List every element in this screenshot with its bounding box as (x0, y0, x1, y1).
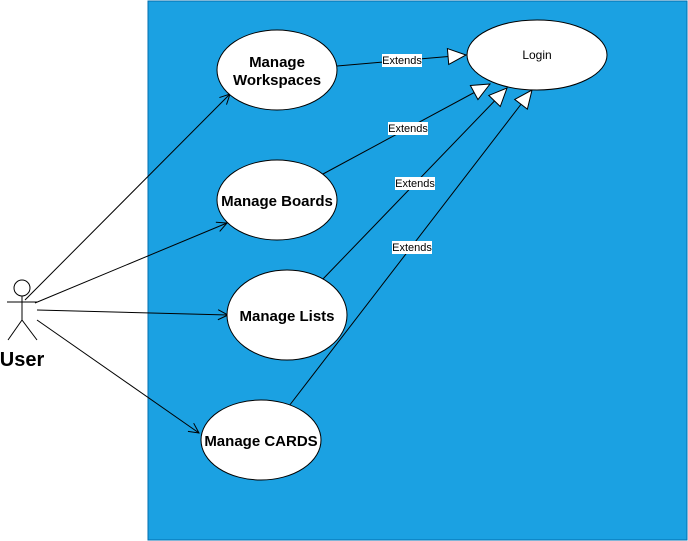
use-case-lists-shape (226, 269, 348, 361)
use-case-manage-boards[interactable]: Manage Boards (216, 159, 338, 241)
extends-label-3: Extends (395, 178, 435, 190)
use-case-workspaces-label-line2: Workspaces (233, 72, 321, 89)
extends-label-bg-3 (395, 177, 435, 190)
association-cards (36, 319, 199, 433)
use-case-login-shape (466, 19, 608, 91)
use-case-login-label: Login (522, 48, 551, 62)
use-case-boards-label: Manage Boards (221, 193, 333, 210)
use-case-manage-workspaces[interactable]: Manage Workspaces (216, 29, 338, 111)
use-case-boards-shape (216, 159, 338, 241)
actor-label: User (0, 349, 44, 371)
extends-label-4: Extends (392, 242, 432, 254)
actor-user[interactable]: User (0, 279, 44, 371)
extends-label-2: Extends (388, 123, 428, 135)
actor-right-leg (21, 319, 38, 341)
extends-label-bg-1 (382, 54, 422, 67)
use-case-workspaces-shape (216, 29, 338, 111)
use-case-cards-shape (200, 399, 322, 481)
extends-label-bg-4 (392, 241, 432, 254)
actor-head (13, 279, 31, 297)
extends-label-1: Extends (382, 55, 422, 67)
extends-label-bg-2 (388, 122, 428, 135)
use-case-login[interactable]: Login (466, 19, 608, 91)
use-case-workspaces-label-line1: Manage (249, 54, 305, 71)
association-workspaces (24, 94, 230, 301)
use-case-manage-cards[interactable]: Manage CARDS (200, 399, 322, 481)
actor-left-leg (7, 319, 23, 341)
use-case-manage-lists[interactable]: Manage Lists (226, 269, 348, 361)
association-lists (36, 310, 228, 315)
use-case-lists-label: Manage Lists (239, 308, 334, 325)
association-boards (34, 223, 227, 304)
use-case-cards-label: Manage CARDS (204, 433, 317, 450)
